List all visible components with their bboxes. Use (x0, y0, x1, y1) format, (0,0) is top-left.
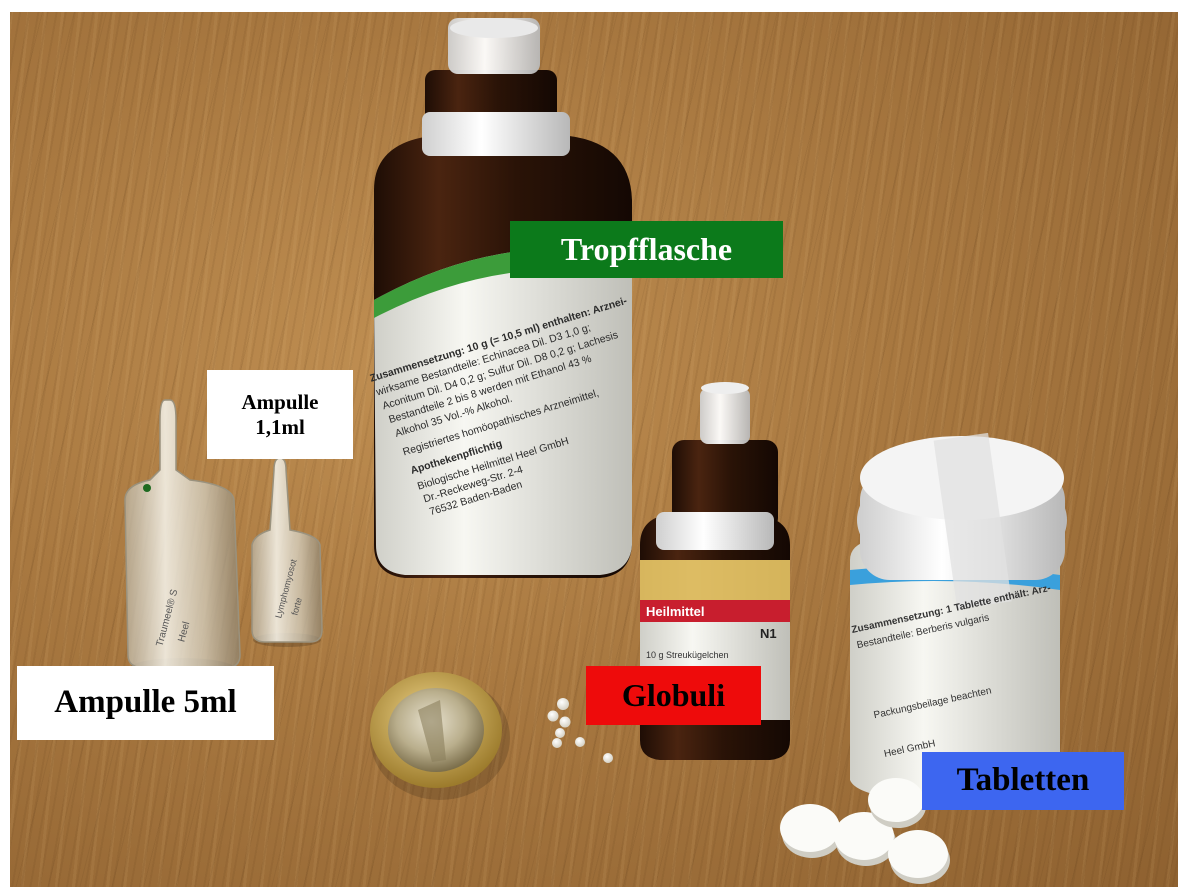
bottle-label (374, 248, 632, 575)
label-ampulle-1ml-line1: Ampulle (241, 390, 319, 415)
label-ampulle-1ml: Ampulle 1,1ml (207, 370, 353, 459)
ampoule-1ml: Lymphomyosot forte (251, 457, 323, 647)
label-globuli: Globuli (586, 666, 761, 725)
globuli-content: 10 g Streukügelchen (646, 650, 729, 660)
euro-coin (370, 672, 510, 800)
bottle-cap-ring (422, 112, 570, 156)
dropper-top (450, 18, 538, 38)
globuli-brand: Heilmittel (646, 604, 705, 619)
ampoule-large-text-2: Heel (176, 621, 192, 644)
ampoule-small-text-2: forte (290, 596, 304, 616)
globuli-pellets (547, 698, 613, 763)
label-ampulle-1ml-line2: 1,1ml (255, 414, 305, 439)
globuli-size: N1 (760, 626, 777, 641)
label-ampulle-5ml: Ampulle 5ml (17, 666, 274, 740)
label-tropfflasche: Tropfflasche (510, 221, 783, 278)
label-tabletten: Tabletten (922, 752, 1124, 810)
tablet-container: Zusammensetzung: 1 Tablette enthält: Arz… (850, 432, 1067, 802)
tablets (780, 778, 950, 884)
dropper-bottle: Zusammensetzung: 10 g (= 10,5 ml) enthal… (368, 18, 632, 578)
